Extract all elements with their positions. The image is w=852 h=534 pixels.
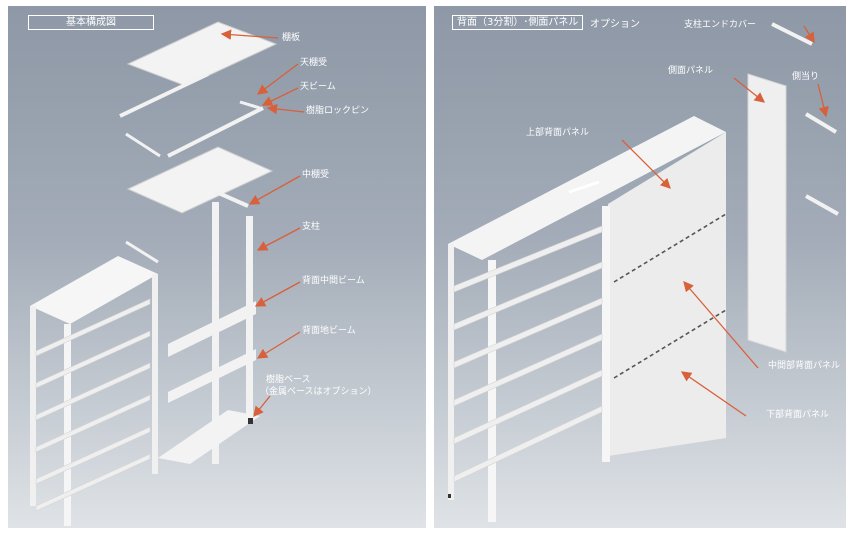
label-back-ground-beam: 背面地ビーム <box>302 326 356 336</box>
base-board-part <box>158 410 260 464</box>
side-stopper-part <box>804 112 838 134</box>
back-side-panel-title: 背面（3分割）･側面パネル <box>452 15 584 30</box>
side-panel-part <box>747 73 787 353</box>
top-shelf-support-part <box>119 72 209 118</box>
label-back-middle-beam: 背面中間ビーム <box>302 276 365 286</box>
exploded-shelf-illustration <box>30 21 305 526</box>
back-side-panel-option-panel: 背面（3分割）･側面パネル オプション 支柱エンドカバー 側面パネル 側当り 上… <box>434 6 846 528</box>
resin-base-part <box>248 418 253 424</box>
label-resin-lock-pin: 樹脂ロックピン <box>306 106 370 116</box>
label-resin-base: 樹脂ベース <box>266 375 311 385</box>
label-post: 支柱 <box>302 222 321 232</box>
post-end-cover-part <box>771 22 813 46</box>
panel-option-illustration <box>448 22 839 522</box>
option-note: オプション <box>590 19 640 30</box>
middle-shelf-board-part <box>126 146 274 214</box>
label-top-shelf-support: 天棚受 <box>300 58 328 68</box>
shelf-board-part <box>126 21 278 87</box>
assembled-shelf-unit <box>30 256 158 526</box>
top-beam-part <box>167 106 264 158</box>
label-lower-back-panel: 下部背面パネル <box>766 410 830 420</box>
basic-structure-panel: 基本構成図 棚板 天棚受 天ビーム 樹脂ロックピン 中棚受 支柱 背面中間ビーム… <box>8 6 426 528</box>
shelf-with-back-panels <box>448 116 727 522</box>
label-middle-back-panel: 中間部背面パネル <box>768 361 841 371</box>
label-top-beam: 天ビーム <box>300 82 336 92</box>
label-shelf-board: 棚板 <box>282 33 301 43</box>
label-side-panel: 側面パネル <box>668 66 714 76</box>
back-middle-beam-part <box>168 301 256 357</box>
label-metal-base-option: （金属ベースはオプション） <box>260 387 377 397</box>
label-upper-back-panel: 上部背面パネル <box>526 128 590 138</box>
label-middle-shelf-support: 中棚受 <box>302 170 330 180</box>
basic-structure-title: 基本構成図 <box>28 15 154 30</box>
back-ground-beam-part <box>168 349 256 403</box>
label-side-stopper: 側当り <box>792 72 820 82</box>
label-post-end-cover: 支柱エンドカバー <box>684 20 757 30</box>
